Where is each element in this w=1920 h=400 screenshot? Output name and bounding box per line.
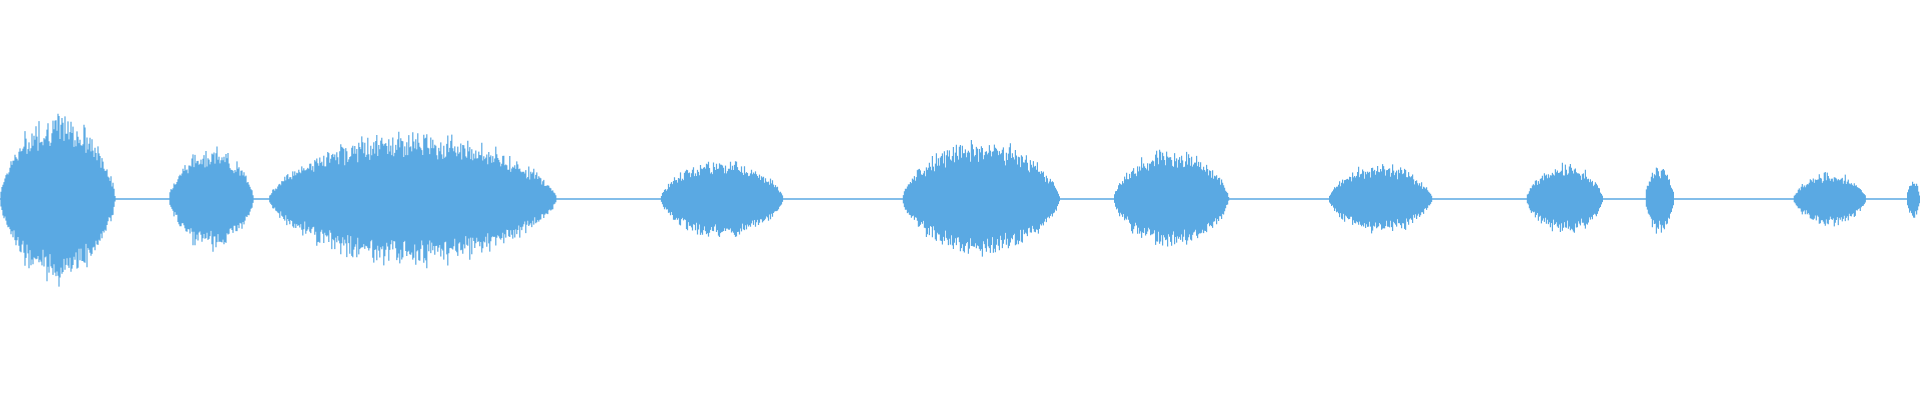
waveform-segment	[902, 140, 1060, 257]
waveform-segment	[1114, 149, 1230, 247]
waveform-segment	[269, 131, 557, 269]
waveform-segment	[1645, 167, 1674, 234]
waveform-segment	[1793, 172, 1866, 227]
waveform-segment	[660, 161, 784, 237]
waveform-segment	[1526, 162, 1603, 233]
waveform-segment	[1329, 164, 1433, 234]
waveform-segment	[1907, 181, 1920, 218]
waveform-segment	[0, 113, 116, 287]
waveform-segment	[169, 146, 254, 252]
